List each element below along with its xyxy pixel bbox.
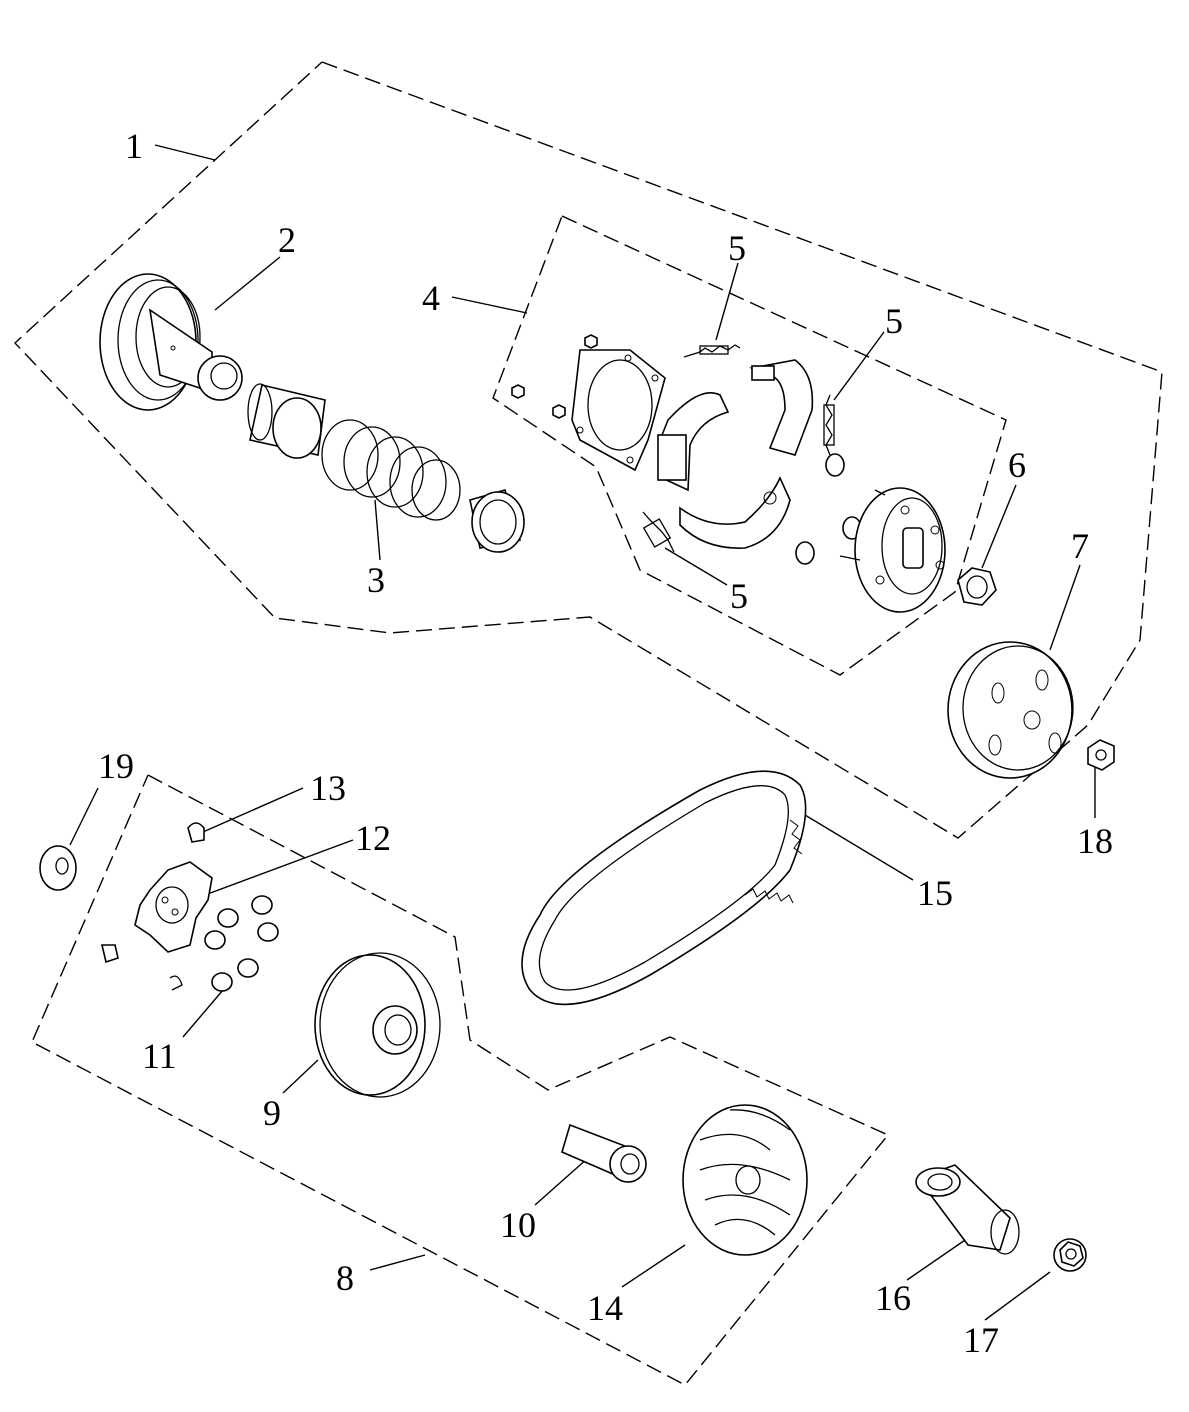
part-slide-piece bbox=[187, 822, 205, 843]
part-clutch-shoe-top bbox=[749, 359, 814, 456]
leader-4 bbox=[451, 296, 528, 314]
leader-11 bbox=[182, 989, 224, 1038]
leader-6 bbox=[981, 484, 1017, 569]
part-small-pins bbox=[511, 334, 598, 419]
leader-19 bbox=[69, 787, 99, 846]
callout-17: 17 bbox=[963, 1320, 999, 1360]
callout-5-spring-bottom: 5 bbox=[730, 576, 748, 616]
callout-7: 7 bbox=[1071, 526, 1089, 566]
leader-1 bbox=[154, 144, 216, 161]
part-fixed-drive-face-fan bbox=[682, 1104, 808, 1256]
part-damper-rubbers bbox=[795, 453, 862, 565]
callout-4: 4 bbox=[422, 278, 440, 318]
leader-16 bbox=[906, 1237, 969, 1281]
part-drive-face-boss bbox=[561, 1123, 647, 1183]
callout-3: 3 bbox=[367, 560, 385, 600]
leader-5b bbox=[833, 331, 885, 401]
part-bell-nut bbox=[1087, 739, 1115, 771]
callout-9: 9 bbox=[263, 1093, 281, 1133]
leader-5a bbox=[715, 262, 739, 341]
callout-5-spring-top: 5 bbox=[728, 228, 746, 268]
part-clutch-shoe-bottom bbox=[679, 476, 791, 549]
leader-2 bbox=[214, 256, 281, 311]
leader-12 bbox=[204, 839, 354, 896]
part-weight-rollers bbox=[204, 895, 279, 992]
leader-15 bbox=[804, 814, 914, 881]
callout-18: 18 bbox=[1077, 821, 1113, 861]
group-outline-clutch-assembly bbox=[14, 61, 1163, 839]
callout-2: 2 bbox=[278, 220, 296, 260]
part-driven-pulley-hub bbox=[99, 273, 243, 411]
part-flange-nut bbox=[1053, 1238, 1087, 1272]
part-collar-sleeve bbox=[247, 383, 326, 459]
part-shoe-spring-bottom bbox=[642, 511, 675, 553]
part-drive-shaft-sleeve bbox=[915, 1164, 1020, 1255]
part-washer bbox=[39, 845, 77, 891]
part-clutch-shoe-left bbox=[657, 391, 730, 492]
callout-19: 19 bbox=[98, 746, 134, 786]
part-clips bbox=[100, 944, 183, 991]
part-clutch-bell bbox=[947, 641, 1074, 779]
part-ramp-plate bbox=[134, 861, 213, 953]
part-clutch-nut bbox=[957, 567, 997, 606]
leader-5c bbox=[664, 547, 728, 586]
leader-14 bbox=[621, 1244, 686, 1288]
leader-13 bbox=[202, 787, 304, 833]
part-shoe-spring-right bbox=[823, 394, 835, 456]
leader-17 bbox=[984, 1271, 1051, 1321]
callout-11: 11 bbox=[142, 1036, 177, 1076]
group-outline-clutch-shoes bbox=[492, 215, 1007, 676]
callout-8: 8 bbox=[336, 1258, 354, 1298]
callout-6: 6 bbox=[1008, 445, 1026, 485]
leader-8 bbox=[369, 1254, 426, 1271]
part-drive-plate bbox=[839, 487, 946, 613]
leader-3 bbox=[374, 499, 381, 561]
part-shoe-spring-top bbox=[683, 344, 741, 358]
part-drive-belt bbox=[521, 770, 807, 1006]
callout-10: 10 bbox=[500, 1205, 536, 1245]
group-outline-drive-pulley bbox=[31, 774, 890, 1386]
callout-15: 15 bbox=[917, 873, 953, 913]
leader-9 bbox=[282, 1059, 319, 1094]
callout-16: 16 bbox=[875, 1278, 911, 1318]
part-movable-drive-face bbox=[314, 952, 441, 1098]
part-clutch-backing-plate bbox=[571, 349, 666, 472]
callout-1: 1 bbox=[125, 126, 143, 166]
leader-7 bbox=[1049, 564, 1081, 651]
callout-14: 14 bbox=[587, 1288, 623, 1328]
callout-5-spring-right: 5 bbox=[885, 301, 903, 341]
part-clutch-spring bbox=[321, 419, 461, 521]
part-spring-seat-collar bbox=[469, 489, 525, 553]
callout-13: 13 bbox=[310, 768, 346, 808]
callout-12: 12 bbox=[355, 818, 391, 858]
